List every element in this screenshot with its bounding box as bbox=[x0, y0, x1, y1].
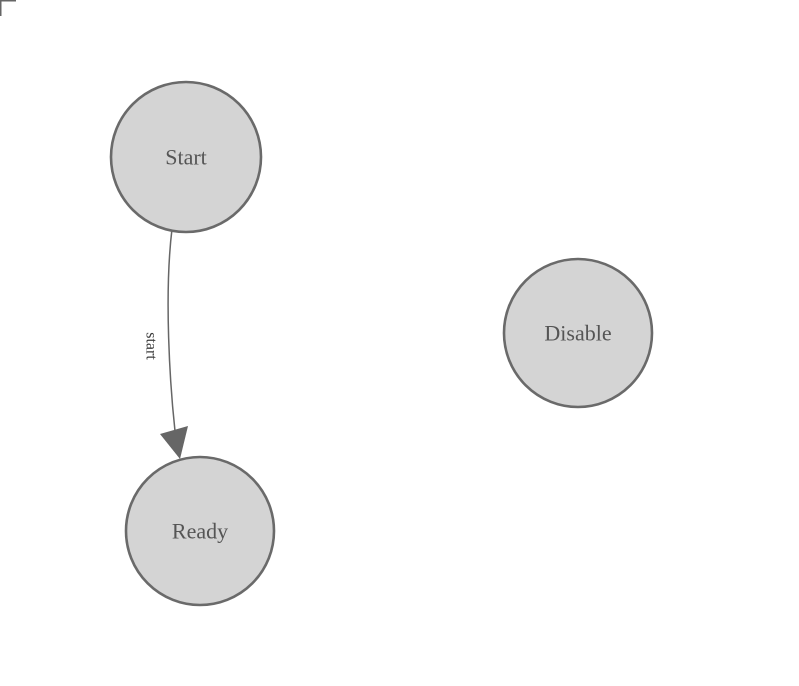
state-node-ready[interactable]: Ready bbox=[124, 455, 276, 607]
canvas-corner-mark bbox=[0, 0, 16, 16]
state-node-disable[interactable]: Disable bbox=[502, 257, 654, 409]
node-circle bbox=[124, 455, 276, 607]
state-node-start[interactable]: Start bbox=[109, 80, 263, 234]
node-label: Ready bbox=[172, 519, 228, 544]
arrowhead-icon bbox=[160, 426, 188, 459]
node-circle bbox=[109, 80, 263, 234]
edge-path bbox=[167, 228, 176, 432]
node-label: Disable bbox=[544, 321, 611, 346]
node-label: Start bbox=[165, 145, 207, 170]
edge-label: start bbox=[143, 332, 160, 360]
node-circle bbox=[502, 257, 654, 409]
edge-start-ready[interactable]: start bbox=[143, 228, 189, 459]
